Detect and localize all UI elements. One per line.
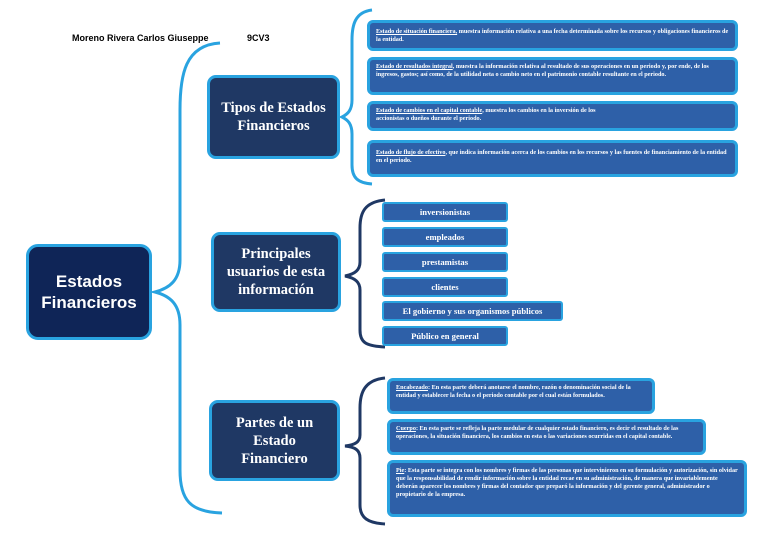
note-term: Cuerpo — [396, 425, 416, 432]
branch-title-line: Tipos de Estados — [221, 100, 326, 116]
note-situacion-financiera: Estado de situación financiera, muestra … — [367, 20, 738, 51]
branch-title-line: Principales — [241, 246, 311, 262]
note-term: Estado de resultados integral — [376, 63, 453, 70]
note-encabezado: Encabezado: En esta parte deberá anotars… — [387, 378, 655, 414]
note-text: , que indica información acerca de los c… — [376, 149, 727, 164]
note-text: muestra información relativa a una fecha… — [376, 28, 729, 43]
note-term: Pie — [396, 467, 405, 474]
note-text: : En esta parte deberá anotarse el nombr… — [396, 384, 631, 399]
note-cambios-capital: Estado de cambios en el capital contable… — [367, 101, 738, 131]
user-item-empleados: empleados — [382, 227, 508, 247]
author-name: Moreno Rivera Carlos Giuseppe — [72, 33, 209, 43]
group-code: 9CV3 — [247, 33, 270, 43]
note-term: Estado de flujo de efectivo — [376, 149, 446, 156]
brace-tipos — [338, 8, 373, 186]
note-flujo-efectivo: Estado de flujo de efectivo, que indica … — [367, 140, 738, 177]
main-brace — [149, 41, 223, 515]
branch-usuarios: Principales usuarios de esta información — [211, 232, 341, 312]
note-text: , muestra la información relativa al res… — [376, 63, 709, 78]
root-line-2: Financieros — [41, 293, 137, 312]
branch-title-line: Partes de un — [235, 414, 314, 431]
note-pie: Pie: Esta parte se integra con los nombr… — [387, 460, 747, 517]
note-resultados-integral: Estado de resultados integral, muestra l… — [367, 57, 738, 95]
user-item-clientes: clientes — [382, 277, 508, 297]
branch-title-line: usuarios de esta — [226, 264, 326, 280]
user-item-gobierno: El gobierno y sus organismos públicos — [382, 301, 563, 321]
user-item-inversionistas: inversionistas — [382, 202, 508, 222]
branch-title-line: información — [238, 282, 314, 298]
user-item-publico: Público en general — [382, 326, 508, 346]
brace-usuarios — [344, 198, 386, 349]
note-text: : Esta parte se integra con los nombres … — [396, 467, 738, 498]
branch-title-line: Financieros — [237, 118, 310, 134]
note-term: Estado de situación financiera, — [376, 28, 458, 35]
note-text: , muestra los cambios en la inversión de… — [376, 107, 596, 122]
note-cuerpo: Cuerpo: En esta parte se refleja la part… — [387, 419, 706, 455]
user-item-prestamistas: prestamistas — [382, 252, 508, 272]
brace-partes — [344, 376, 386, 526]
note-text: : En esta parte se refleja la parte medu… — [396, 425, 679, 440]
note-term: Estado de cambios en el capital contable — [376, 107, 483, 114]
root-line-1: Estados — [55, 272, 123, 291]
branch-title-line: Estado Financiero — [241, 432, 308, 467]
note-term: Encabezado — [396, 384, 428, 391]
